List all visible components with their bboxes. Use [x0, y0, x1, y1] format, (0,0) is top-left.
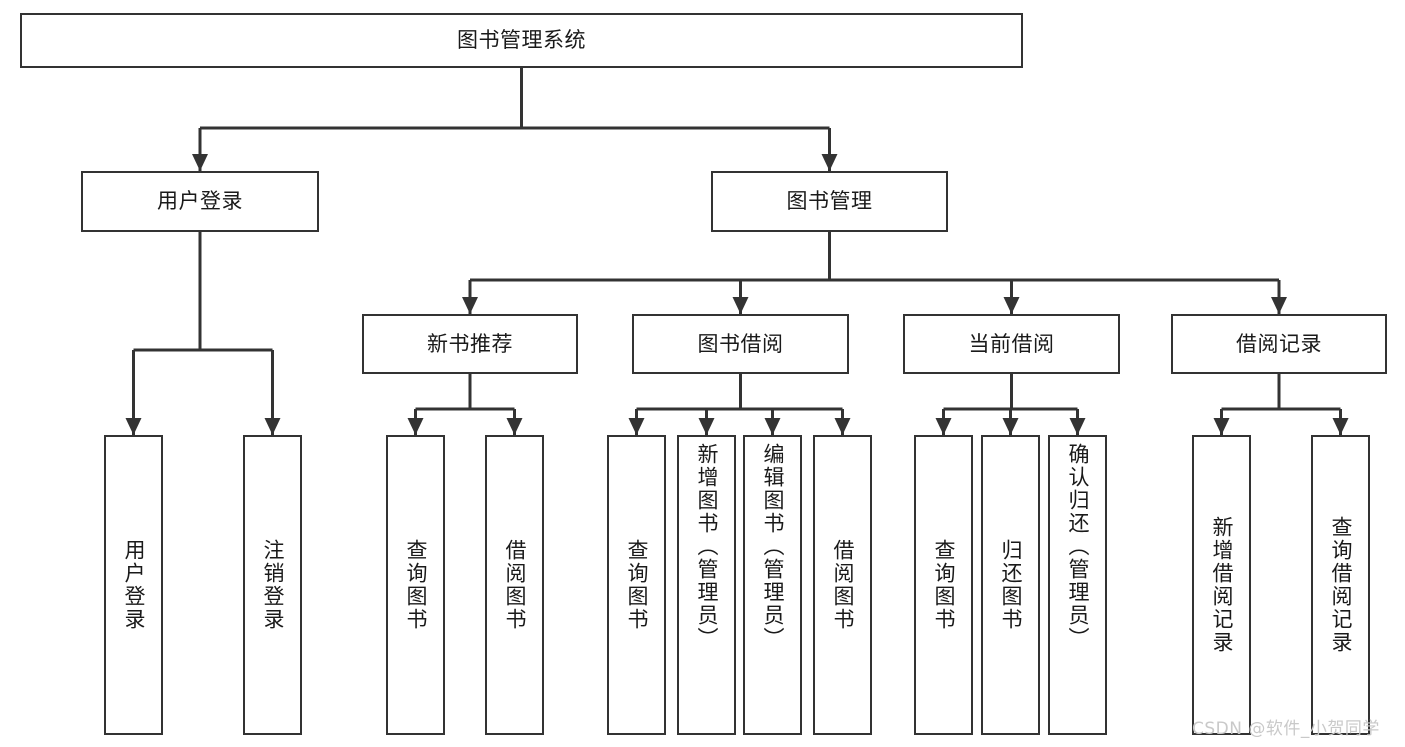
node-leaf-add-record[interactable]: 新增借阅记录: [1192, 435, 1251, 735]
node-label: 编辑图书（管理员）: [761, 443, 785, 650]
node-label: 借阅图书: [503, 539, 527, 631]
node-label: 新增图书（管理员）: [695, 443, 719, 650]
node-label: 借阅记录: [1236, 331, 1322, 356]
node-leaf-query-book-2[interactable]: 查询图书: [607, 435, 666, 735]
node-leaf-query-record[interactable]: 查询借阅记录: [1311, 435, 1370, 735]
node-leaf-confirm-return[interactable]: 确认归还（管理员）: [1048, 435, 1107, 735]
node-leaf-user-login[interactable]: 用户登录: [104, 435, 163, 735]
node-label: 用户登录: [122, 539, 146, 631]
node-label: 当前借阅: [968, 331, 1055, 356]
node-leaf-query-book-3[interactable]: 查询图书: [914, 435, 973, 735]
node-label: 归还图书: [999, 539, 1023, 631]
csdn-watermark: CSDN @软件_小贺同学: [1192, 719, 1380, 739]
node-label: 查询图书: [932, 539, 956, 631]
node-label: 注销登录: [261, 539, 285, 631]
node-user-login[interactable]: 用户登录: [81, 171, 319, 232]
node-leaf-edit-book[interactable]: 编辑图书（管理员）: [743, 435, 802, 735]
node-label: 图书管理: [786, 189, 873, 214]
node-borrow-record[interactable]: 借阅记录: [1171, 314, 1387, 374]
node-label: 查询图书: [625, 539, 649, 631]
node-book-borrow[interactable]: 图书借阅: [632, 314, 849, 374]
node-root[interactable]: 图书管理系统: [20, 13, 1023, 68]
node-book-mgmt[interactable]: 图书管理: [711, 171, 948, 232]
node-label: 借阅图书: [831, 539, 855, 631]
node-label: 查询图书: [404, 539, 428, 631]
node-label: 用户登录: [157, 189, 243, 214]
node-current-borrow[interactable]: 当前借阅: [903, 314, 1120, 374]
node-leaf-borrow-book-1[interactable]: 借阅图书: [485, 435, 544, 735]
node-label: 图书借阅: [697, 331, 784, 356]
node-label: 新增借阅记录: [1210, 516, 1234, 654]
node-label: 确认归还（管理员）: [1066, 443, 1090, 650]
node-leaf-logout[interactable]: 注销登录: [243, 435, 302, 735]
node-leaf-add-book[interactable]: 新增图书（管理员）: [677, 435, 736, 735]
node-leaf-return-book[interactable]: 归还图书: [981, 435, 1040, 735]
node-leaf-borrow-book-2[interactable]: 借阅图书: [813, 435, 872, 735]
node-label: 新书推荐: [427, 331, 513, 356]
node-leaf-query-book-1[interactable]: 查询图书: [386, 435, 445, 735]
node-label: 查询借阅记录: [1329, 516, 1353, 654]
node-new-book-rec[interactable]: 新书推荐: [362, 314, 578, 374]
node-label: 图书管理系统: [457, 28, 586, 53]
